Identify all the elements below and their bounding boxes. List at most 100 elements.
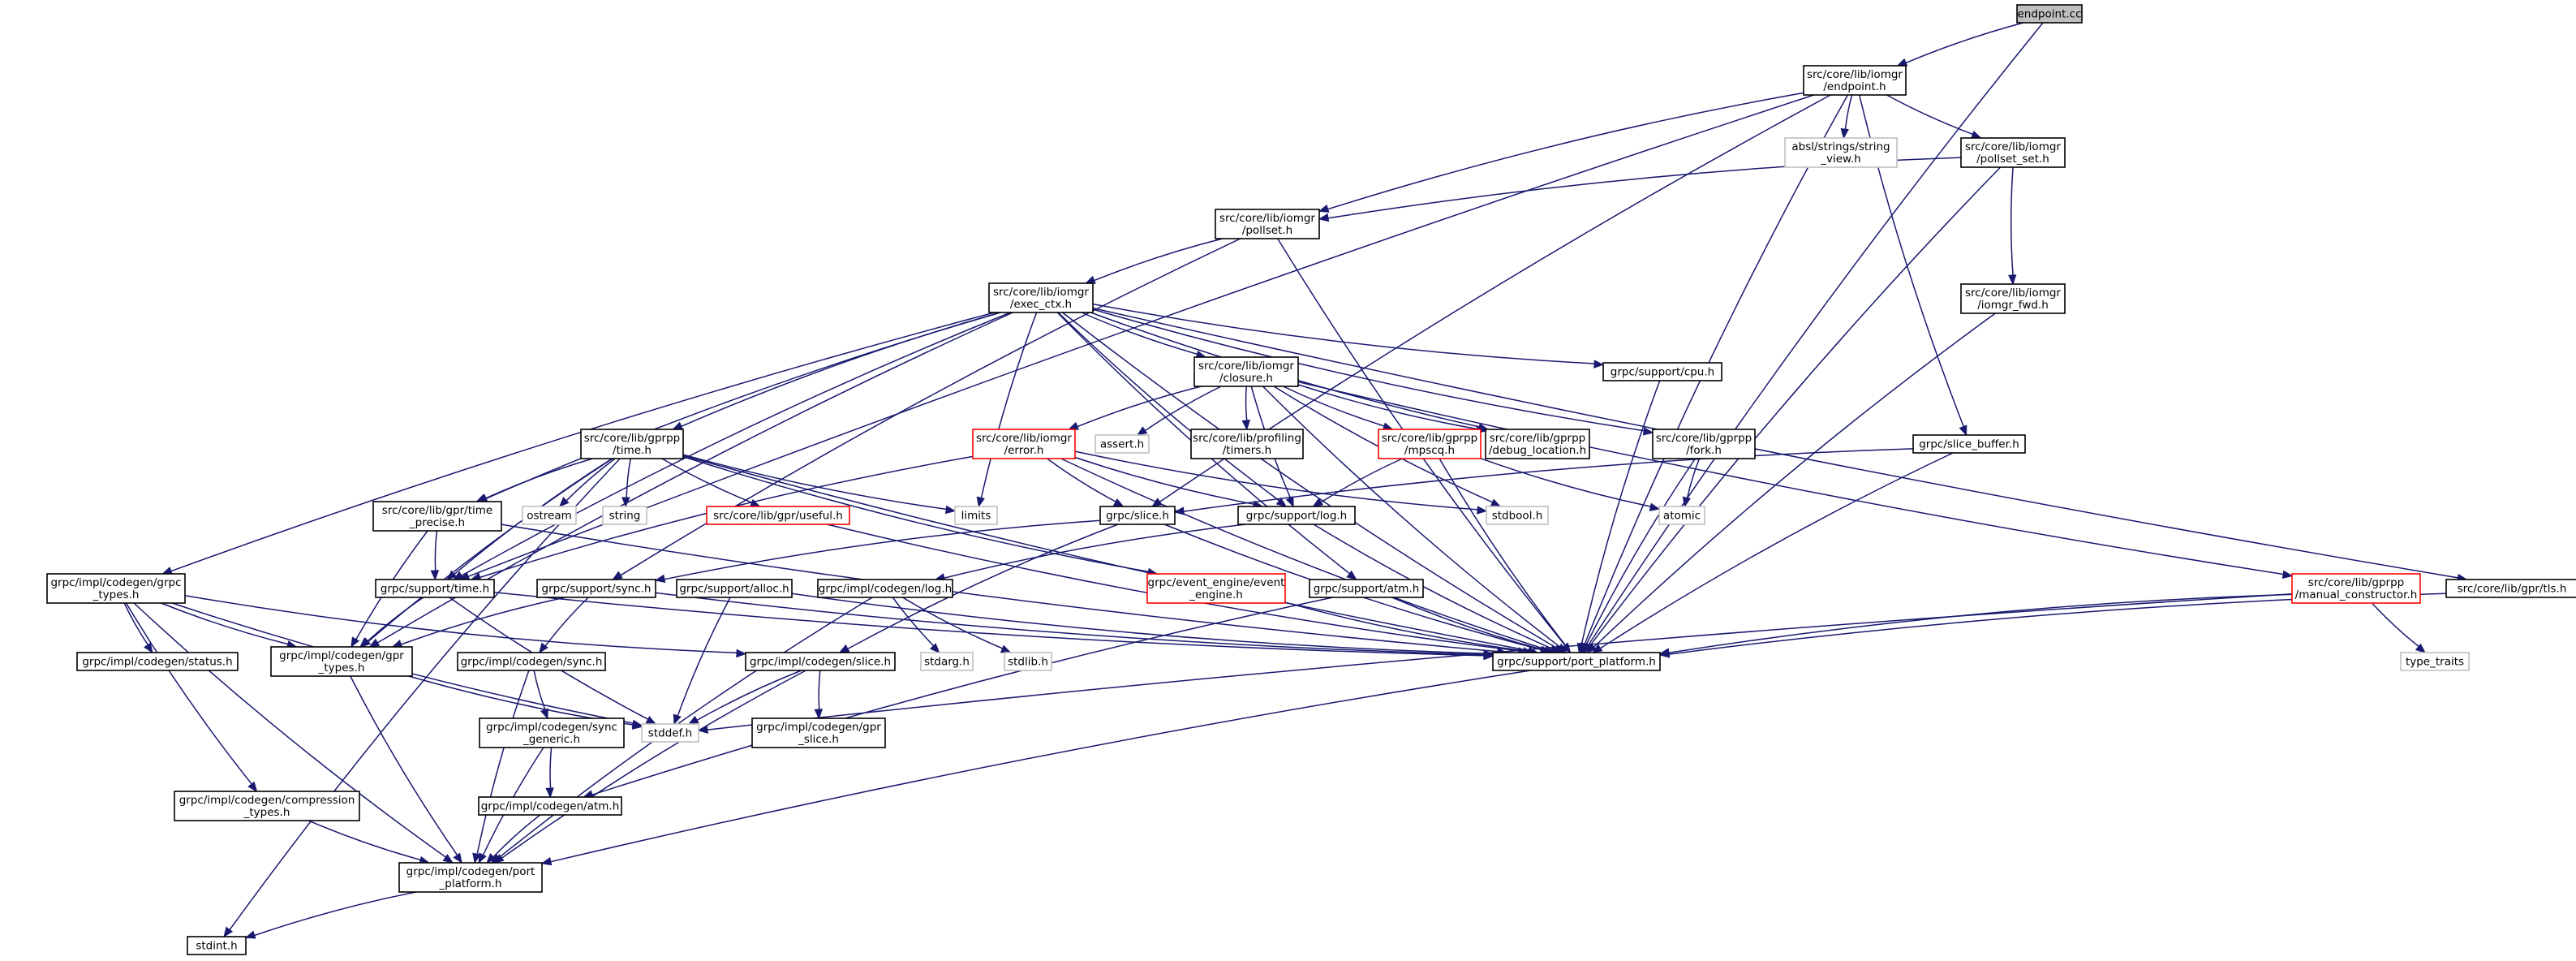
- node-limits[interactable]: limits: [954, 506, 998, 525]
- node-grpc-types[interactable]: grpc/impl/codegen/grpc_types.h: [46, 573, 186, 604]
- edge-line: [1092, 303, 1595, 364]
- node-cg-sync[interactable]: grpc/impl/codegen/sync.h: [457, 652, 606, 671]
- node-closure[interactable]: src/core/lib/iomgr/closure.h: [1193, 356, 1299, 387]
- edge-alloc_h-to-stddef: [673, 597, 731, 726]
- edge-alloc_h-to-port_platform: [791, 593, 1494, 658]
- edge-line: [1886, 94, 1973, 136]
- node-support-sync[interactable]: grpc/support/sync.h: [536, 579, 656, 598]
- edge-line: [254, 891, 417, 937]
- node-tls-h[interactable]: src/core/lib/gpr/tls.h: [2445, 579, 2576, 598]
- edge-arrowhead: [1346, 570, 1357, 580]
- node-label-line: grpc/impl/codegen/sync.h: [461, 656, 603, 669]
- edge-arrowhead: [486, 853, 497, 864]
- node-label-line: src/core/lib/gprpp: [1382, 432, 1478, 445]
- node-iomgr-fwd[interactable]: src/core/lib/iomgr/iomgr_fwd.h: [1960, 283, 2066, 314]
- node-pollset[interactable]: src/core/lib/iomgr/pollset.h: [1215, 209, 1320, 239]
- node-gpr-slice[interactable]: grpc/impl/codegen/gpr_slice.h: [751, 718, 886, 748]
- node-slice-buffer[interactable]: grpc/slice_buffer.h: [1912, 434, 2026, 454]
- node-exec-ctx[interactable]: src/core/lib/iomgr/exec_ctx.h: [988, 282, 1094, 313]
- node-ee[interactable]: grpc/event_engine/event_engine.h: [1146, 573, 1286, 604]
- edge-line: [1283, 386, 1385, 427]
- edge-arrowhead: [976, 496, 985, 508]
- edge-arrowhead: [1642, 427, 1654, 436]
- node-endpoint-h[interactable]: src/core/lib/iomgr/endpoint.h: [1803, 65, 1907, 96]
- node-label-line: stdarg.h: [924, 656, 970, 669]
- node-label-line: string: [609, 510, 641, 523]
- edge-line: [484, 458, 593, 499]
- edge-line: [1062, 312, 1557, 649]
- node-label-line: _generic.h: [523, 733, 580, 746]
- node-box: [479, 718, 625, 748]
- node-cg-port[interactable]: grpc/impl/codegen/port_platform.h: [398, 862, 543, 893]
- node-box: [706, 506, 850, 525]
- node-label-line: stdint.h: [196, 940, 237, 953]
- node-error-h[interactable]: src/core/lib/iomgr/error.h: [972, 429, 1076, 459]
- node-log-h[interactable]: grpc/support/log.h: [1237, 506, 1356, 525]
- node-gpr-types[interactable]: grpc/impl/codegen/gpr_types.h: [270, 646, 413, 677]
- edge-cg_sync-to-cg_port: [472, 670, 530, 864]
- edge-support_sync-to-cg_sync: [538, 597, 589, 654]
- node-endpoint-cc[interactable]: endpoint.cc: [2016, 4, 2083, 24]
- node-time-precise[interactable]: src/core/lib/gpr/time_precise.h: [372, 501, 502, 532]
- node-debug-loc[interactable]: src/core/lib/gprpp/debug_location.h: [1485, 429, 1590, 459]
- edge-pollset_set-to-port_platform: [1583, 166, 2002, 654]
- edge-line: [1480, 458, 1651, 507]
- edge-arrowhead: [223, 926, 234, 938]
- node-status-h[interactable]: grpc/impl/codegen/status.h: [76, 652, 239, 671]
- node-fork-h[interactable]: src/core/lib/gprpp/fork.h: [1652, 429, 1756, 459]
- edge-arrowhead: [1084, 275, 1096, 284]
- node-time-h[interactable]: src/core/lib/gprpp/time.h: [580, 429, 684, 459]
- edge-exec_ctx-to-time_h: [672, 312, 1000, 430]
- node-manual-ctor[interactable]: src/core/lib/gprpp/manual_constructor.h: [2291, 573, 2421, 604]
- node-label-line: stddef.h: [648, 727, 692, 740]
- node-stdarg[interactable]: stdarg.h: [920, 652, 974, 671]
- node-label-line: grpc/impl/codegen/status.h: [82, 656, 232, 669]
- node-cg-atm[interactable]: grpc/impl/codegen/atm.h: [478, 796, 622, 816]
- node-label-line: /fork.h: [1686, 444, 1722, 457]
- node-box: [1912, 434, 2026, 454]
- node-cg-log[interactable]: grpc/impl/codegen/log.h: [817, 579, 953, 598]
- node-absl-sv[interactable]: absl/strings/string_view.h: [1784, 137, 1898, 168]
- edge-line: [1297, 384, 1477, 430]
- edge-line: [1094, 238, 1223, 282]
- node-support-time[interactable]: grpc/support/time.h: [375, 579, 495, 598]
- node-mpscq[interactable]: src/core/lib/gprpp/mpscq.h: [1378, 429, 1482, 459]
- node-label-line: src/core/lib/gprpp: [2308, 576, 2405, 589]
- node-assert-h[interactable]: assert.h: [1094, 434, 1150, 454]
- node-slice-h[interactable]: grpc/slice.h: [1099, 506, 1176, 525]
- node-compression[interactable]: grpc/impl/codegen/compression_types.h: [174, 791, 360, 821]
- edge-arrowhead: [1318, 213, 1330, 222]
- node-atomic[interactable]: atomic: [1658, 506, 1705, 525]
- node-box: [1658, 506, 1705, 525]
- node-label-line: /iomgr_fwd.h: [1977, 299, 2049, 312]
- node-ostream[interactable]: ostream: [522, 506, 577, 525]
- node-type-traits[interactable]: type_traits: [2400, 652, 2470, 671]
- node-stddef[interactable]: stddef.h: [641, 723, 699, 743]
- edge-arrowhead: [1000, 644, 1012, 653]
- node-stdbool[interactable]: stdbool.h: [1486, 506, 1549, 525]
- node-label-line: grpc/support/log.h: [1246, 510, 1347, 523]
- edge-line: [818, 670, 821, 710]
- edge-line: [1905, 22, 2023, 64]
- node-stdint[interactable]: stdint.h: [187, 936, 247, 955]
- node-stdlib[interactable]: stdlib.h: [1004, 652, 1052, 671]
- edge-line: [1077, 386, 1202, 428]
- node-cg-slice[interactable]: grpc/impl/codegen/slice.h: [745, 652, 896, 671]
- node-sync-generic[interactable]: grpc/impl/codegen/sync_generic.h: [479, 718, 625, 748]
- node-pollset-set[interactable]: src/core/lib/iomgr/pollset_set.h: [1960, 137, 2066, 168]
- node-timers[interactable]: src/core/lib/profiling/timers.h: [1190, 429, 1304, 459]
- edge-line: [1327, 92, 1804, 210]
- edge-arrowhead: [430, 570, 440, 581]
- edge-manual_ctor-to-type_traits: [2371, 602, 2427, 653]
- node-cpu[interactable]: grpc/support/cpu.h: [1602, 362, 1722, 381]
- node-port-platform[interactable]: grpc/support/port_platform.h: [1492, 652, 1661, 671]
- node-label-line: limits: [961, 510, 991, 523]
- node-useful[interactable]: src/core/lib/gpr/useful.h: [706, 506, 850, 525]
- node-label-line: absl/strings/string: [1791, 140, 1890, 153]
- node-alloc-h[interactable]: grpc/support/alloc.h: [676, 579, 793, 598]
- edge-line: [368, 458, 613, 642]
- node-string[interactable]: string: [602, 506, 647, 525]
- node-atm-h[interactable]: grpc/support/atm.h: [1309, 579, 1424, 598]
- node-label-line: grpc/event_engine/event: [1148, 576, 1285, 589]
- node-label-line: grpc/impl/codegen/log.h: [819, 583, 952, 596]
